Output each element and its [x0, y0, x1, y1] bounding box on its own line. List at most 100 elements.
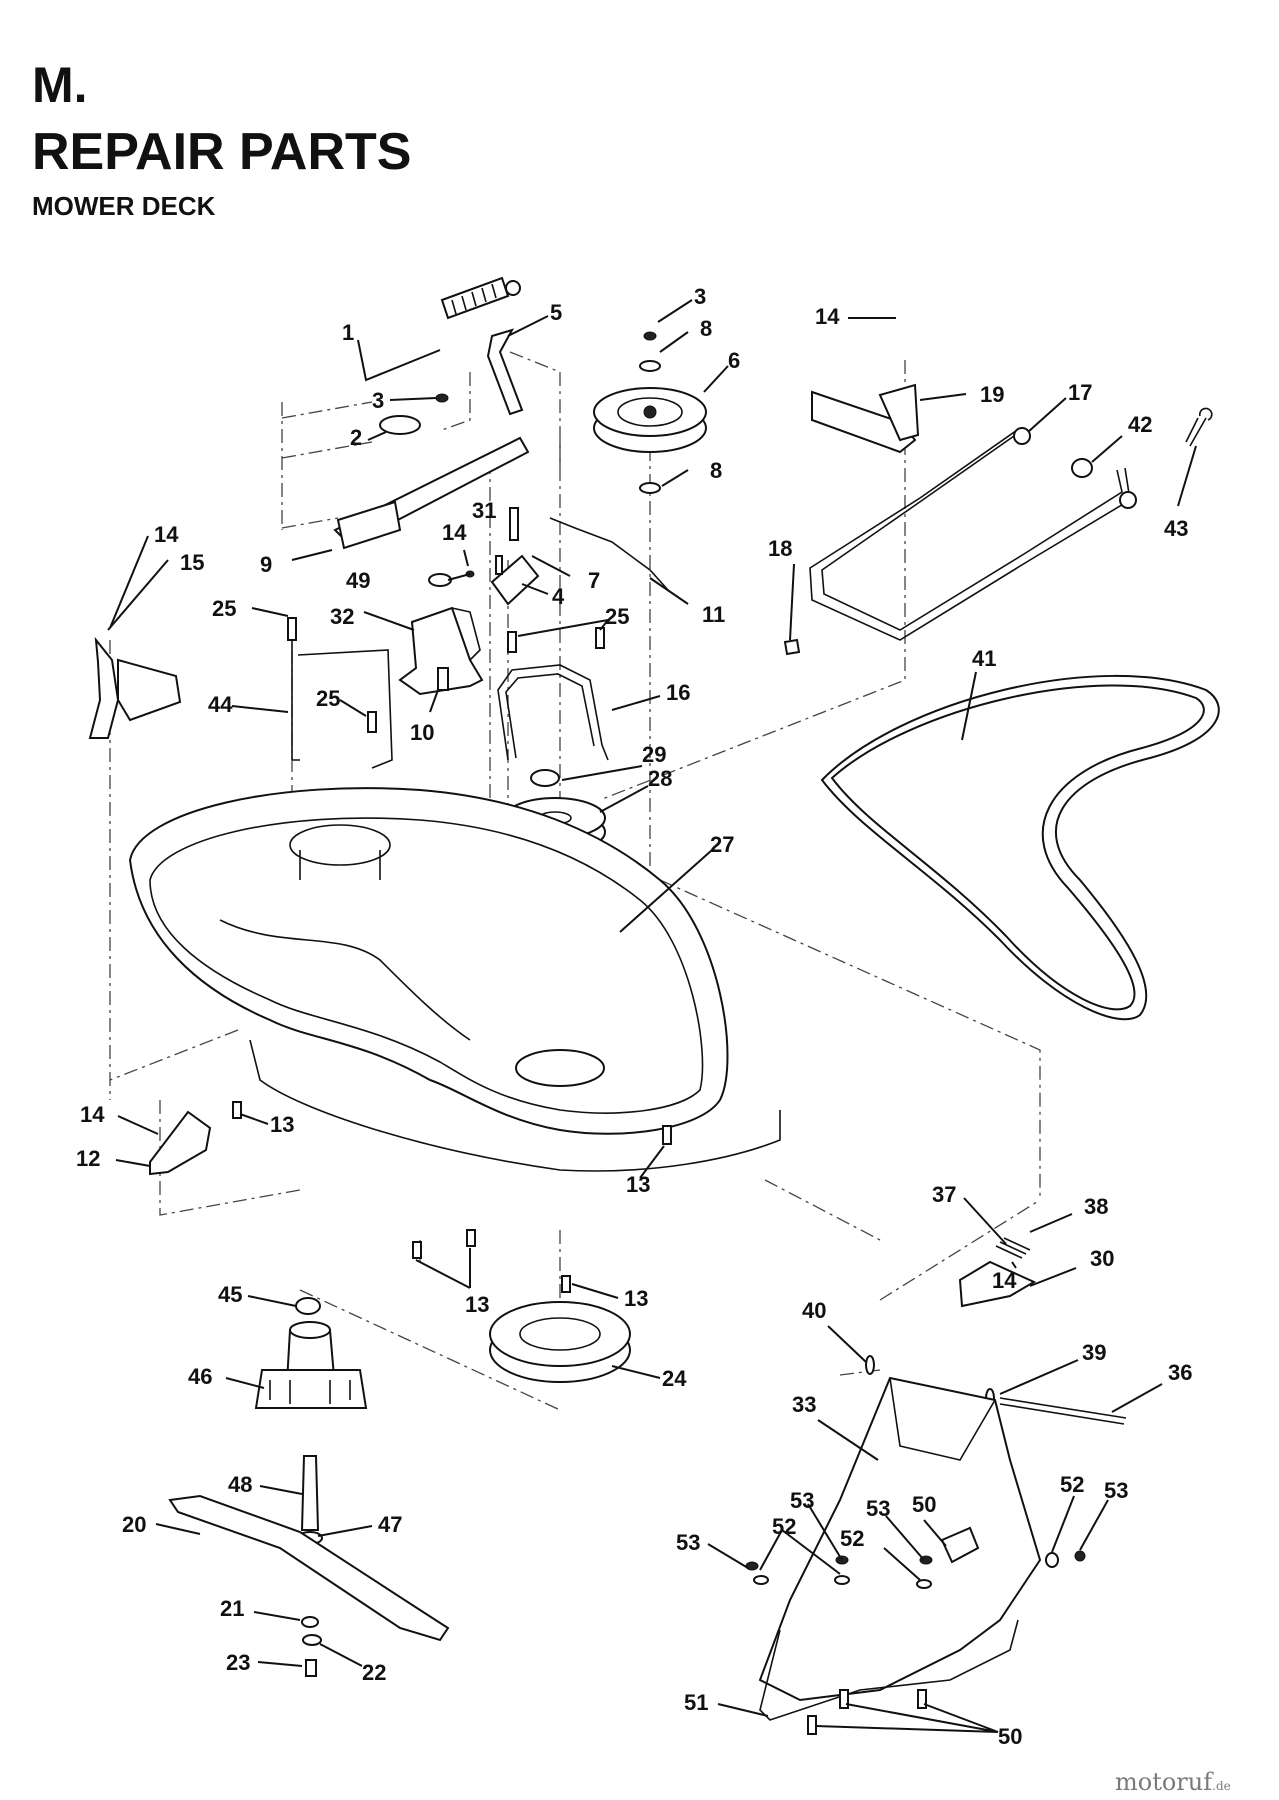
callout-25: 25	[605, 604, 629, 629]
callout-49: 49	[346, 568, 370, 593]
callout-20: 20	[122, 1512, 146, 1537]
callout-14: 14	[154, 522, 179, 547]
lever-part	[486, 328, 524, 416]
bolt-part	[466, 1229, 476, 1247]
callout-27: 27	[710, 832, 734, 857]
bolt-part	[412, 1241, 422, 1259]
idler-pulley	[593, 387, 707, 453]
callout-8: 8	[710, 458, 722, 483]
bolt-part	[917, 1689, 927, 1709]
callout-37: 37	[932, 1182, 956, 1207]
callout-9: 9	[260, 552, 272, 577]
chute-deflector-rod	[759, 1619, 1019, 1721]
stabilizer-rod-frame	[291, 630, 393, 769]
spindle-housing	[254, 1321, 368, 1409]
callout-labels: 1 2 3 3 4 5 6 7 8 8 9 10 11 12 13 13 13 …	[76, 284, 1192, 1749]
bolt-part	[807, 1715, 817, 1735]
washer-part	[379, 415, 421, 435]
callout-53: 53	[866, 1496, 890, 1521]
discharge-chute	[758, 1376, 1042, 1702]
callout-13: 13	[626, 1172, 650, 1197]
washer-part	[1045, 1552, 1059, 1568]
torsion-spring	[995, 1237, 1031, 1259]
callout-44: 44	[208, 692, 233, 717]
watermark-text: motoruf	[1115, 1768, 1213, 1796]
callout-13: 13	[624, 1286, 648, 1311]
callout-33: 33	[792, 1392, 816, 1417]
washer-part	[301, 1616, 319, 1628]
callout-19: 19	[980, 382, 1004, 407]
deck-lift-frame	[809, 427, 1131, 641]
callout-52: 52	[772, 1514, 796, 1539]
idler-arm-bracket	[336, 500, 402, 550]
callout-53: 53	[1104, 1478, 1128, 1503]
page-subtitle: MOWER DECK	[32, 191, 216, 221]
clevis-pin	[783, 638, 801, 656]
callout-52: 52	[840, 1526, 864, 1551]
nut-part	[745, 1561, 759, 1571]
callout-40: 40	[802, 1298, 826, 1323]
bolt-part	[595, 627, 605, 649]
callout-51: 51	[684, 1690, 708, 1715]
bolt-part	[367, 711, 377, 733]
callout-50: 50	[912, 1492, 936, 1517]
chute-bracket	[940, 1526, 980, 1564]
hairpin-clip	[1185, 407, 1213, 447]
pivot-rod	[999, 1397, 1127, 1425]
bolt-part	[287, 617, 297, 641]
bolt-part	[839, 1689, 849, 1709]
nut-part	[530, 769, 560, 787]
spring-part	[440, 276, 521, 320]
callout-10: 10	[410, 720, 434, 745]
bolt-part	[507, 631, 517, 653]
callout-14: 14	[992, 1268, 1017, 1293]
washer-part	[428, 573, 452, 587]
front-hanger-bracket	[149, 1110, 212, 1176]
spindle-shaft	[300, 1455, 320, 1531]
page-title: REPAIR PARTS	[32, 123, 412, 181]
callout-11: 11	[702, 602, 725, 627]
callout-16: 16	[666, 680, 690, 705]
callout-53: 53	[676, 1530, 700, 1555]
washer-part	[639, 482, 661, 494]
callout-23: 23	[226, 1650, 250, 1675]
watermark-logo: motoruf.de	[1115, 1768, 1231, 1796]
leader-lines	[107, 299, 1197, 1733]
callout-3: 3	[372, 388, 384, 413]
callout-46: 46	[188, 1364, 212, 1389]
callout-53: 53	[790, 1488, 814, 1513]
pivot-bracket	[811, 390, 917, 454]
callout-50: 50	[998, 1724, 1022, 1749]
nut-part	[1074, 1550, 1086, 1562]
callout-28: 28	[648, 766, 672, 791]
washer-part	[916, 1579, 932, 1589]
callout-45: 45	[218, 1282, 242, 1307]
bolt-part	[561, 1275, 571, 1293]
callout-43: 43	[1164, 516, 1188, 541]
callout-14: 14	[815, 304, 840, 329]
bolt-part	[232, 1101, 242, 1119]
callout-14: 14	[442, 520, 467, 545]
callout-29: 29	[642, 742, 666, 767]
callout-47: 47	[378, 1512, 402, 1537]
callout-22: 22	[362, 1660, 386, 1685]
blade-adapter-ring	[489, 1301, 631, 1383]
callout-21: 21	[220, 1596, 244, 1621]
callout-39: 39	[1082, 1340, 1106, 1365]
callout-14: 14	[80, 1102, 105, 1127]
callout-13: 13	[465, 1292, 489, 1317]
washer-part	[1071, 458, 1093, 478]
small-bracket	[490, 554, 540, 606]
callout-25: 25	[316, 686, 340, 711]
belt-keeper	[497, 664, 609, 761]
washer-part	[834, 1575, 850, 1585]
bearing-part	[295, 1297, 321, 1315]
callout-31: 31	[472, 498, 496, 523]
callout-17: 17	[1068, 380, 1092, 405]
callout-32: 32	[330, 604, 354, 629]
bolt-part	[495, 555, 503, 575]
callout-41: 41	[972, 646, 996, 671]
mower-blade	[168, 1494, 450, 1642]
belt-guide-bracket	[398, 606, 484, 696]
rod-part	[549, 517, 669, 591]
